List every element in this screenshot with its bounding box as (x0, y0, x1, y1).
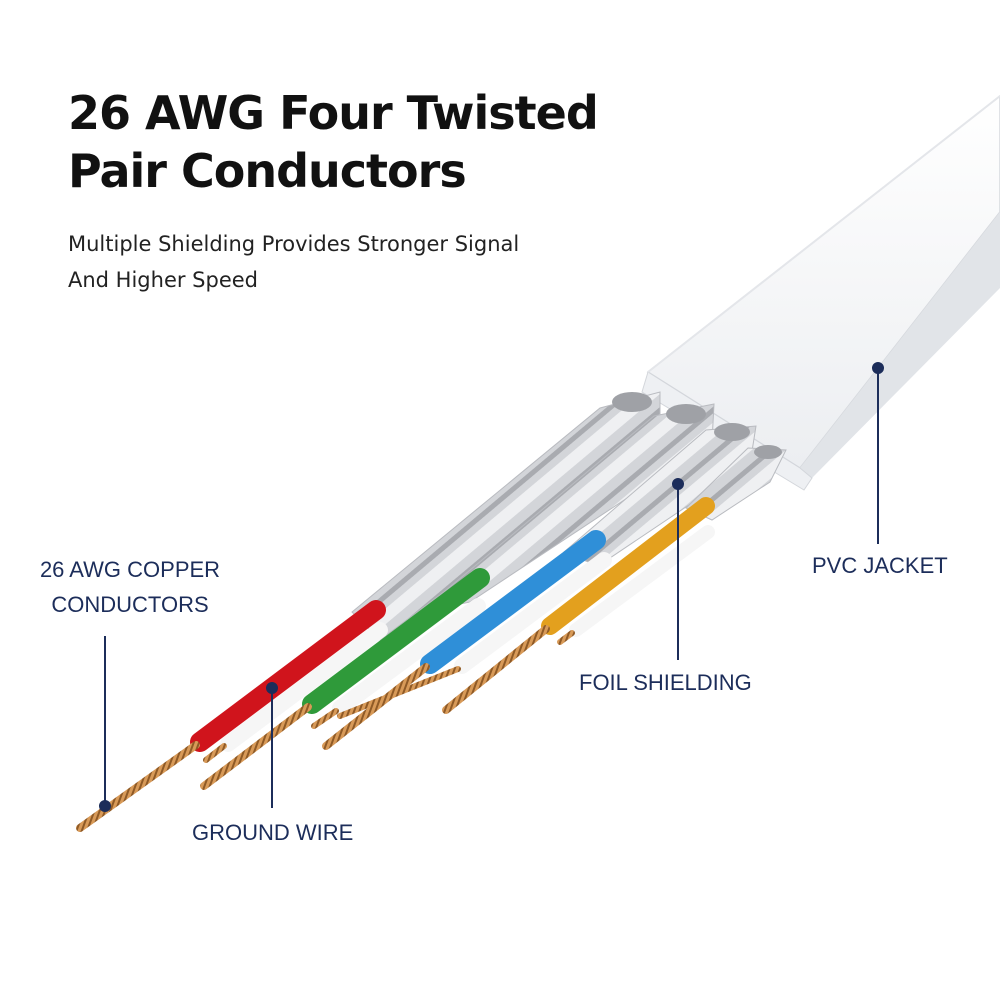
pair-green (200, 568, 490, 790)
dot-copper-conductors (99, 800, 111, 812)
pair-red (76, 600, 388, 832)
dot-pvc-jacket (872, 362, 884, 374)
callout-leaders (99, 362, 884, 812)
headline: 26 AWG Four Twisted Pair Conductors (68, 84, 599, 200)
subheadline-line-2: And Higher Speed (68, 268, 259, 292)
callout-ground-line-1: GROUND WIRE (192, 820, 354, 845)
pair-blue (322, 530, 612, 750)
callout-pvc-jacket: PVC JACKET (812, 548, 948, 583)
headline-line-1: 26 AWG Four Twisted (68, 86, 599, 140)
dot-foil-shielding (672, 478, 684, 490)
dot-ground-wire (266, 682, 278, 694)
headline-line-2: Pair Conductors (68, 144, 467, 198)
pair-orange (442, 497, 715, 714)
callout-ground-wire: GROUND WIRE (192, 815, 353, 850)
callout-pvc-line-1: PVC JACKET (812, 553, 948, 578)
subheadline-line-1: Multiple Shielding Provides Stronger Sig… (68, 232, 520, 256)
callout-copper-line-1: 26 AWG COPPER (39, 557, 221, 582)
callout-copper-conductors: 26 AWG COPPER CONDUCTORS (20, 552, 240, 622)
callout-copper-line-2: CONDUCTORS (51, 592, 209, 617)
callout-foil-shielding: FOIL SHIELDING (579, 665, 752, 700)
callout-foil-line-1: FOIL SHIELDING (579, 670, 752, 695)
subheadline: Multiple Shielding Provides Stronger Sig… (68, 226, 519, 298)
